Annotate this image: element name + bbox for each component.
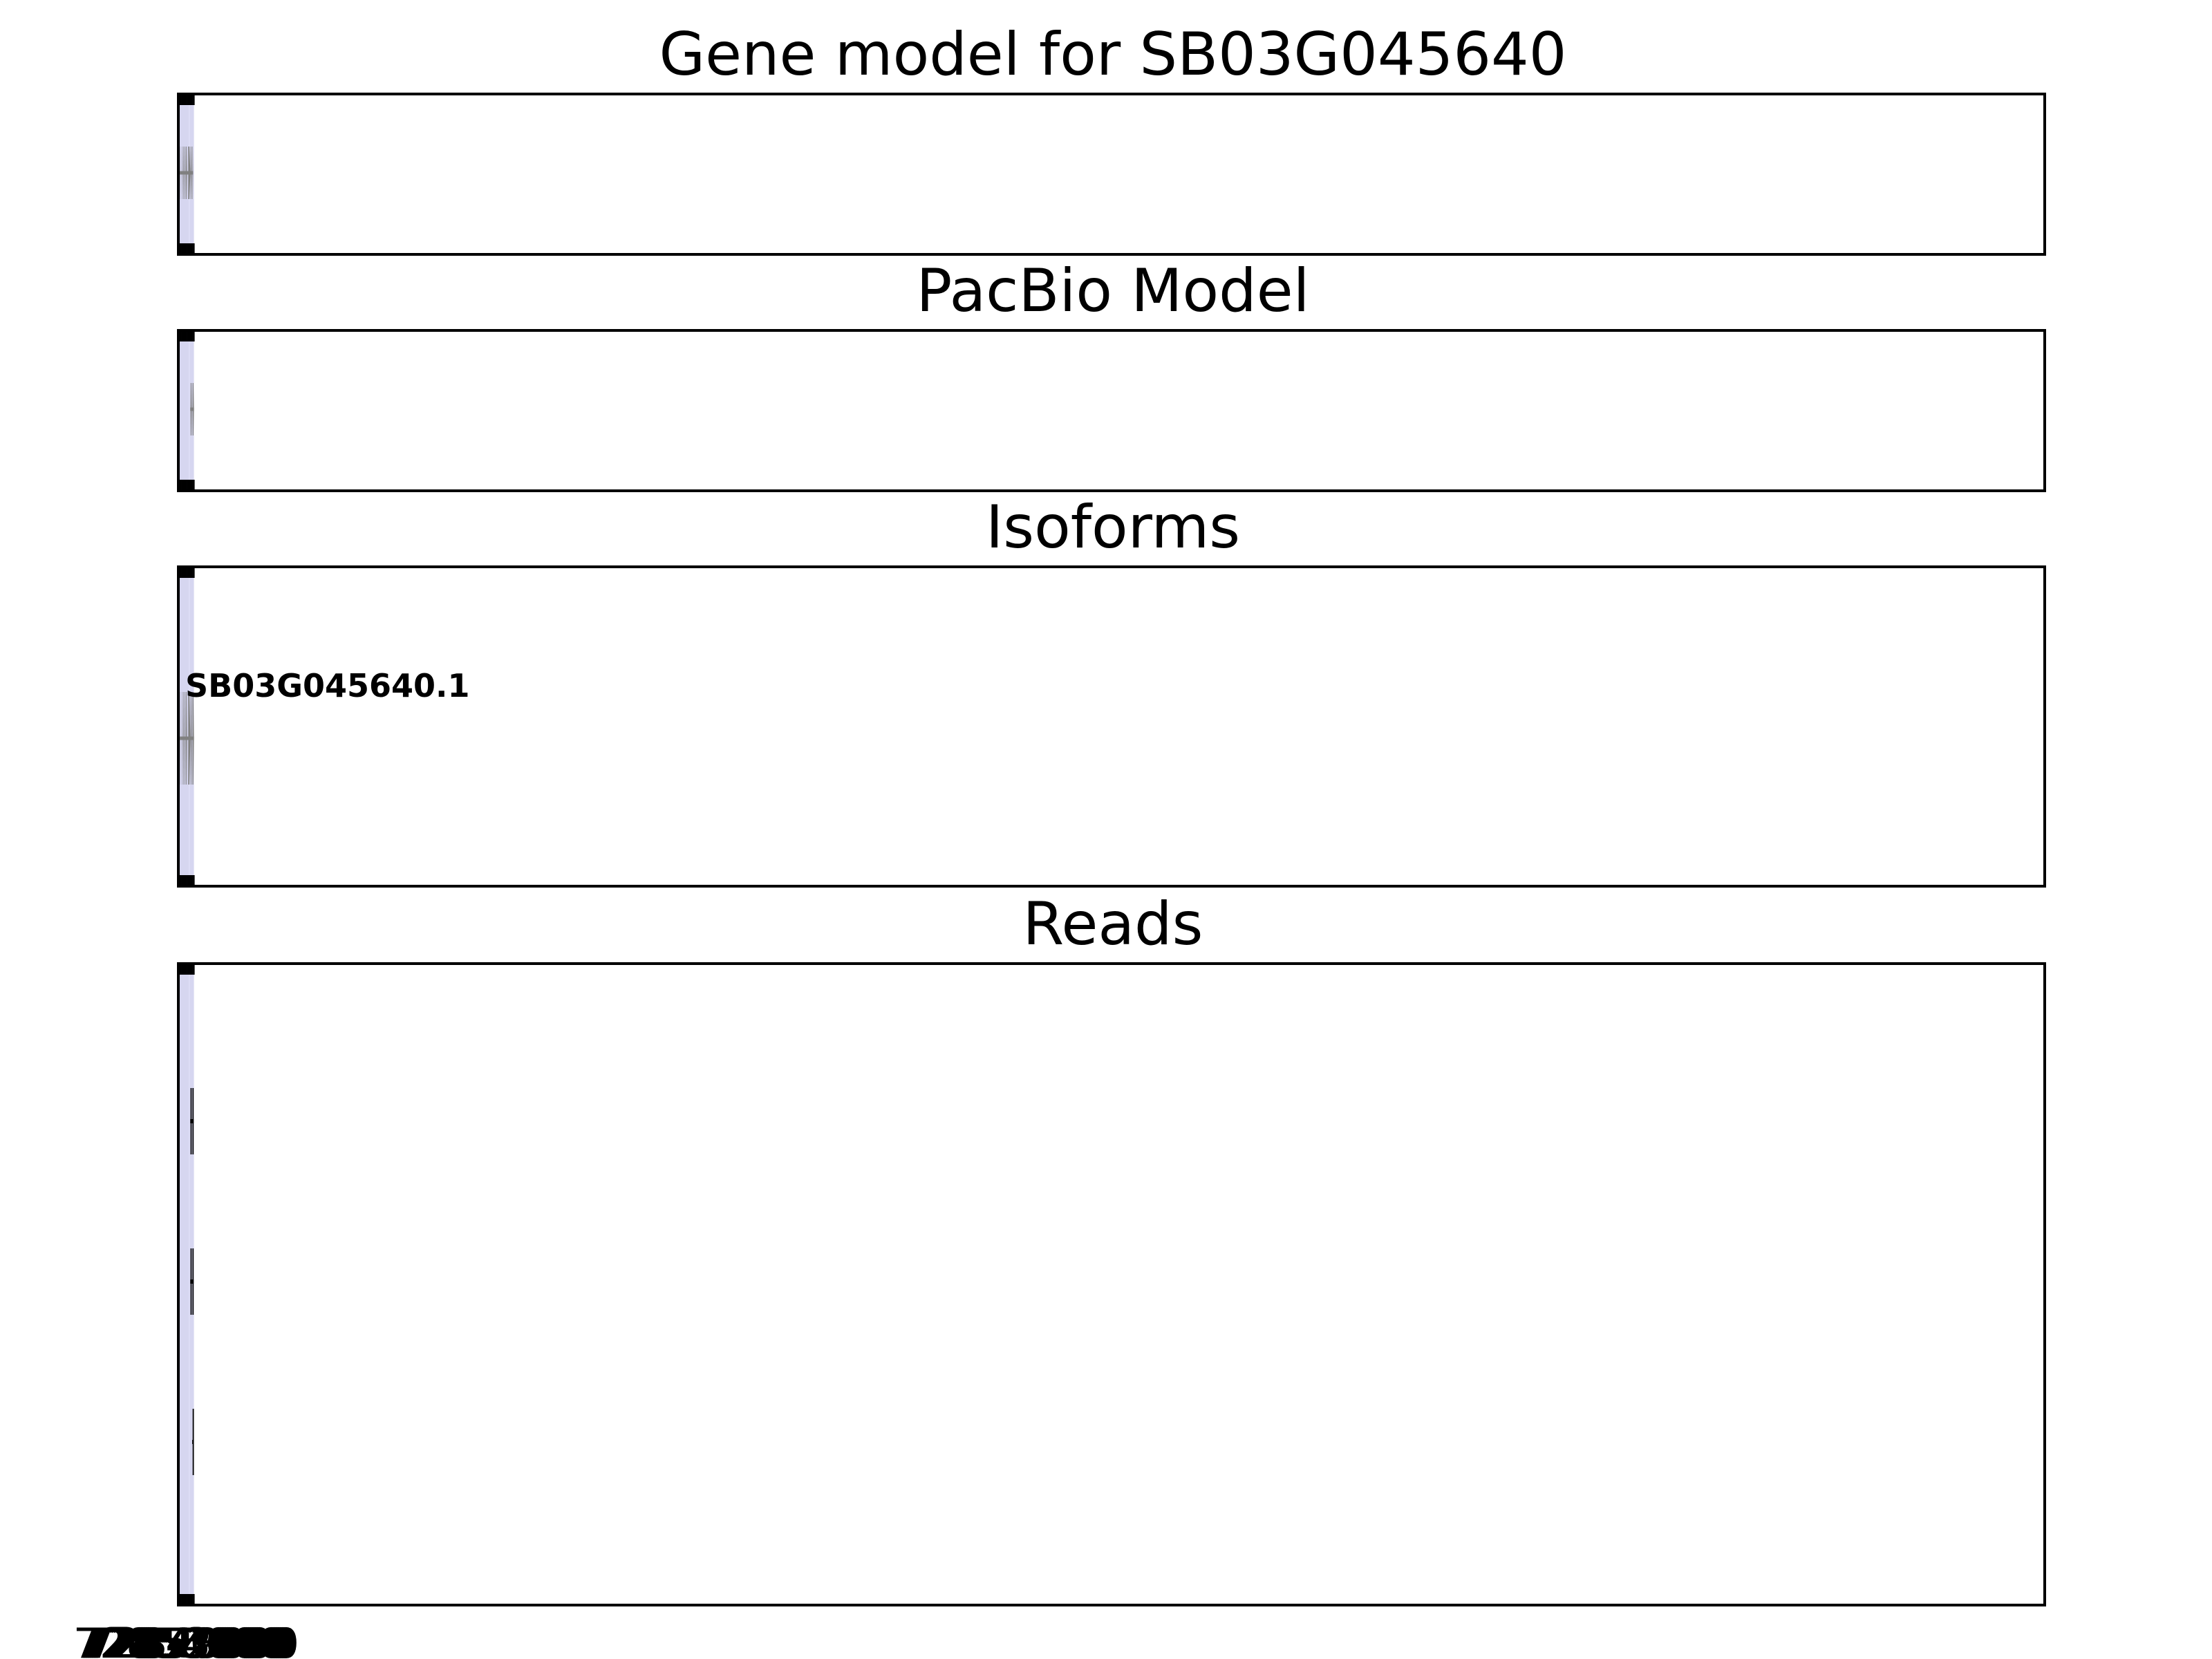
- panel-frame: [177, 565, 2046, 888]
- gene-model-exon: [186, 147, 187, 199]
- panel-frame-layer: [177, 93, 2046, 1606]
- x-tick-label: 72854000: [77, 1620, 288, 1659]
- isoform-exon: [192, 692, 194, 785]
- exon-highlight-layer: [178, 93, 194, 1606]
- x-tick-label: 72855000: [75, 1620, 286, 1659]
- x-tick-label: 72851000: [82, 1620, 293, 1659]
- isoform-exon: [186, 692, 187, 785]
- read-block: [192, 1248, 194, 1315]
- x-tick-label: 72853000: [79, 1620, 290, 1659]
- exon-highlight-region: [185, 330, 188, 491]
- pacbio-exon: [190, 383, 191, 435]
- gene-model-exon: [191, 147, 193, 199]
- pacbio-exon: [191, 383, 193, 435]
- panel-title-reads: Reads: [1023, 890, 1203, 959]
- read-block: [191, 1248, 193, 1315]
- panel-frame: [177, 962, 2046, 1606]
- panel-title-gene-model: Gene model for SB03G045640: [659, 20, 1567, 89]
- read-block: [191, 1088, 193, 1154]
- gene-model-exon: [192, 147, 194, 199]
- read-block: [192, 1409, 194, 1475]
- panel-title-pacbio-model: PacBio Model: [916, 256, 1309, 326]
- x-tick-label: 72852000: [81, 1620, 292, 1659]
- x-tick-label: 72850000: [84, 1620, 295, 1659]
- isoform-exon: [185, 692, 186, 785]
- x-tick-label: 72848000: [88, 1620, 299, 1659]
- panel-frame: [177, 93, 2046, 256]
- exon-highlight-region: [185, 963, 188, 1606]
- x-tick-label: 72849000: [86, 1620, 297, 1659]
- axis-tick-layer: [178, 94, 195, 1605]
- panel-title-isoforms: Isoforms: [986, 493, 1240, 562]
- read-block: [192, 1088, 194, 1154]
- pacbio-exon: [193, 383, 194, 435]
- isoform-exon: [191, 692, 193, 785]
- isoform-exon: [188, 692, 191, 785]
- x-tick-label: 72856000: [73, 1620, 284, 1659]
- isoform-label: SB03G045640.1: [185, 667, 469, 704]
- x-tick-labels: 7285600072855000728540007285300072852000…: [73, 1620, 299, 1659]
- gene-model-exon: [185, 147, 186, 199]
- gene-model-exon: [188, 147, 191, 199]
- panel-frame: [177, 329, 2046, 492]
